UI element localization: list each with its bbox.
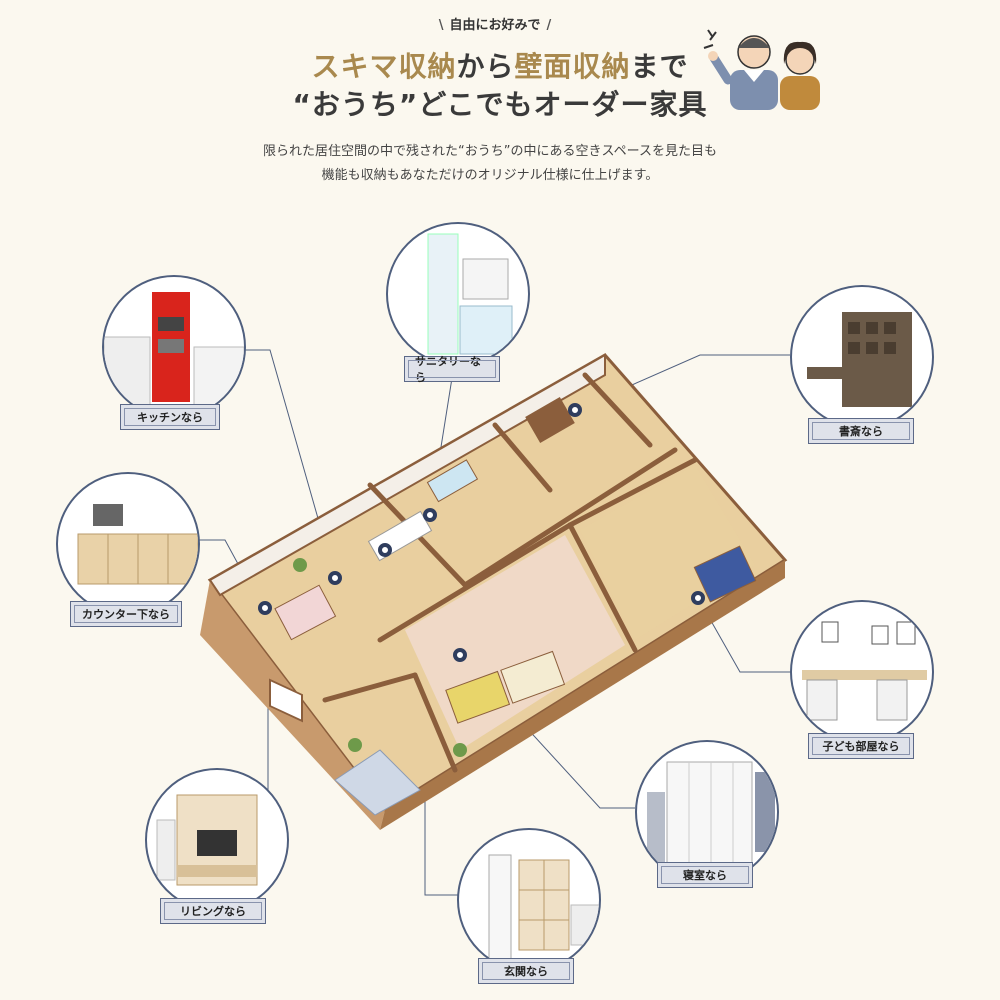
tagline-slash-left: \ — [438, 18, 444, 33]
study-image — [790, 285, 934, 429]
living-illustration — [156, 794, 258, 886]
label-kitchen-text: キッチンなら — [137, 411, 203, 424]
people-illustration — [703, 29, 820, 110]
title-accent-2: 壁面収納 — [514, 50, 631, 83]
living-image — [145, 768, 289, 912]
bedroom-image — [635, 740, 779, 884]
label-counter-text: カウンター下なら — [82, 608, 170, 621]
title-line-2: “おうち”どこでもオーダー家具 — [292, 88, 708, 121]
label-bedroom-text: 寝室なら — [683, 869, 727, 882]
kitchen-image — [102, 275, 246, 419]
entrance-illustration — [488, 854, 599, 966]
title-text-2: まで — [630, 50, 689, 83]
label-entrance[interactable]: 玄関なら — [478, 958, 574, 984]
label-kitchen[interactable]: キッチンなら — [120, 404, 220, 430]
label-study-text: 書斎なら — [839, 425, 883, 438]
title-line-1: スキマ収納から壁面収納まで — [290, 48, 710, 86]
floorplan-illustration — [200, 353, 788, 830]
counter-image — [56, 472, 200, 616]
description-line-1: 限られた居住空間の中で残された“おうち”の中にある空きスペースを見た目も — [263, 144, 717, 159]
counter-illustration — [77, 504, 198, 585]
sanitary-image — [386, 222, 530, 366]
tagline-slash-right: / — [546, 18, 552, 33]
label-kids-text: 子ども部屋なら — [822, 740, 900, 753]
label-sanitary[interactable]: サニタリーなら — [404, 355, 500, 384]
kids-room-illustration — [802, 621, 927, 721]
label-living-text: リビングなら — [180, 905, 246, 918]
label-kids[interactable]: 子ども部屋なら — [808, 733, 914, 759]
study-illustration — [807, 312, 912, 407]
tagline: \ 自由にお好みで / — [420, 14, 570, 33]
label-entrance-text: 玄関なら — [504, 965, 548, 978]
entrance-image — [457, 828, 601, 972]
tagline-text: 自由にお好みで — [449, 18, 541, 33]
label-sanitary-text: サニタリーなら — [415, 355, 481, 384]
title-accent-1: スキマ収納 — [311, 50, 457, 83]
label-counter[interactable]: カウンター下なら — [70, 601, 182, 627]
label-living[interactable]: リビングなら — [160, 898, 266, 924]
kids-room-image — [790, 600, 934, 744]
kitchen-illustration — [104, 292, 244, 408]
description: 限られた居住空間の中で残された“おうち”の中にある空きスペースを見た目も 機能も… — [200, 140, 780, 188]
description-line-2: 機能も収納もあなただけのオリジナル仕様に仕上げます。 — [321, 168, 659, 183]
label-study[interactable]: 書斎なら — [808, 418, 914, 444]
page-title: スキマ収納から壁面収納まで “おうち”どこでもオーダー家具 — [290, 48, 710, 124]
bedroom-illustration — [647, 761, 775, 868]
label-bedroom[interactable]: 寝室なら — [657, 862, 753, 888]
title-text-1: から — [456, 50, 515, 83]
sanitary-illustration — [427, 233, 513, 355]
